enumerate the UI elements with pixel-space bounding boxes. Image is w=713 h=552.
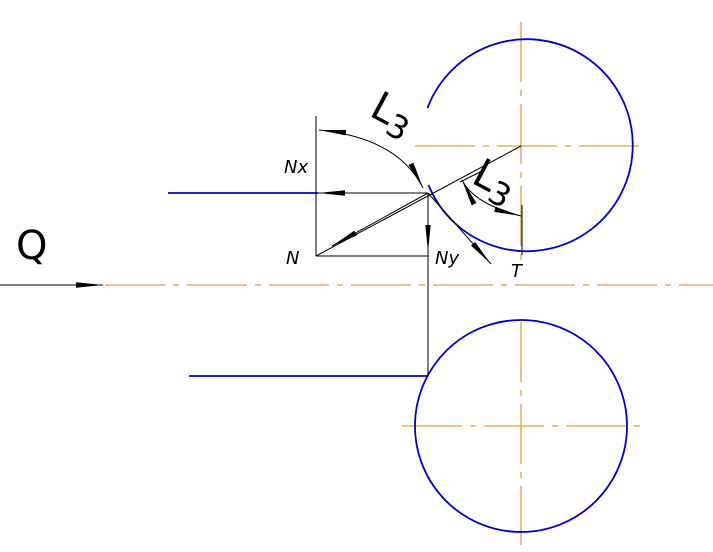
n-arrow	[331, 192, 429, 247]
upper-roller-arc	[426, 38, 634, 253]
force-arrows	[0, 129, 522, 288]
q-label: Q	[16, 223, 47, 269]
ny-label: Ny	[435, 248, 459, 269]
l3-right-angle-arc	[461, 179, 522, 217]
l3-right-label: L 3	[465, 150, 517, 216]
outlines	[168, 38, 634, 533]
n-label: N	[286, 248, 299, 269]
centerlines	[105, 22, 713, 545]
lower-roller-circle	[414, 319, 628, 533]
l3-upper-label: L 3	[363, 83, 415, 149]
nx-label: Nx	[284, 157, 308, 178]
t-arrow	[427, 192, 492, 265]
t-label: T	[511, 261, 524, 282]
l3-upper-angle-arc	[318, 129, 424, 189]
